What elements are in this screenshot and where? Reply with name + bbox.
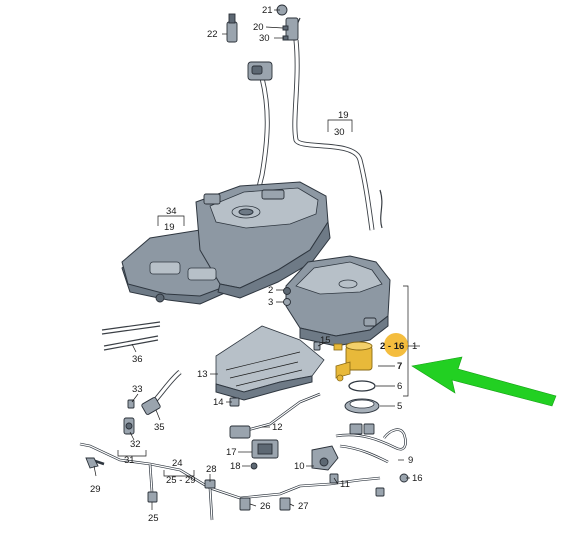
label-34: 34 xyxy=(166,206,177,217)
label-1: 1 xyxy=(412,341,417,352)
label-6: 6 xyxy=(397,381,402,392)
label-36: 36 xyxy=(132,354,143,365)
label-12: 12 xyxy=(272,422,283,433)
connector-8 xyxy=(349,423,363,435)
label-21: 21 xyxy=(262,5,273,16)
label-19-top: 19 xyxy=(338,110,349,121)
label-30-top: 30 xyxy=(259,33,270,44)
highlight-badge xyxy=(384,333,408,357)
label-32: 32 xyxy=(130,439,141,450)
clip-33 xyxy=(127,399,135,409)
green-arrow xyxy=(411,356,557,407)
module-12 xyxy=(229,425,251,439)
label-25: 25 xyxy=(148,513,159,524)
label-11: 11 xyxy=(340,479,350,490)
label-25-29: 25 - 29 xyxy=(166,475,196,486)
fuel-tank xyxy=(121,181,331,305)
label-13: 13 xyxy=(197,369,208,380)
part-22-bottle xyxy=(222,13,238,43)
label-2: 2 xyxy=(268,285,273,296)
label-2-16: 2 - 16 xyxy=(380,341,404,352)
label-3: 3 xyxy=(268,297,273,308)
leader-lines xyxy=(93,9,420,510)
label-18: 18 xyxy=(230,461,241,472)
label-29: 29 xyxy=(90,484,101,495)
label-5: 5 xyxy=(397,401,402,412)
filler-neck-pipes xyxy=(247,4,383,231)
label-7: 7 xyxy=(397,361,402,372)
heat-shield xyxy=(215,325,325,401)
label-9: 9 xyxy=(408,455,413,466)
bracket-26 xyxy=(239,497,251,511)
bolt-18 xyxy=(250,462,258,470)
washer-3 xyxy=(283,298,291,306)
label-17: 17 xyxy=(226,447,237,458)
small-parts xyxy=(85,287,409,511)
pump-seal-and-ring xyxy=(344,380,380,414)
label-20: 20 xyxy=(253,22,264,33)
bracket-27 xyxy=(279,497,291,511)
label-10: 10 xyxy=(294,461,305,472)
label-22: 22 xyxy=(207,29,218,40)
clip-30 xyxy=(282,35,289,41)
clip-15 xyxy=(313,341,321,351)
clip-25 xyxy=(147,491,158,503)
label-28: 28 xyxy=(206,464,217,475)
fuel-tank-sender-housing xyxy=(285,255,391,347)
label-27: 27 xyxy=(298,501,309,512)
label-31: 31 xyxy=(124,455,135,466)
left-pipes xyxy=(101,321,182,435)
label-26: 26 xyxy=(260,501,271,512)
part-labels: 21 20 30 22 19 30 34 19 2 3 2 - 16 1 7 6… xyxy=(90,5,423,524)
nut-2 xyxy=(283,287,291,295)
label-33: 33 xyxy=(132,384,143,395)
label-15: 15 xyxy=(320,335,331,346)
label-16: 16 xyxy=(412,473,423,484)
label-19: 19 xyxy=(164,222,175,233)
badge-circle xyxy=(384,333,408,357)
clip-20 xyxy=(282,25,289,31)
fuel-pump-highlighted xyxy=(333,341,373,382)
label-24: 24 xyxy=(172,458,183,469)
label-35: 35 xyxy=(154,422,165,433)
label-30-pipes: 30 xyxy=(334,127,345,138)
connector-29 xyxy=(85,457,99,469)
label-14: 14 xyxy=(213,397,224,408)
